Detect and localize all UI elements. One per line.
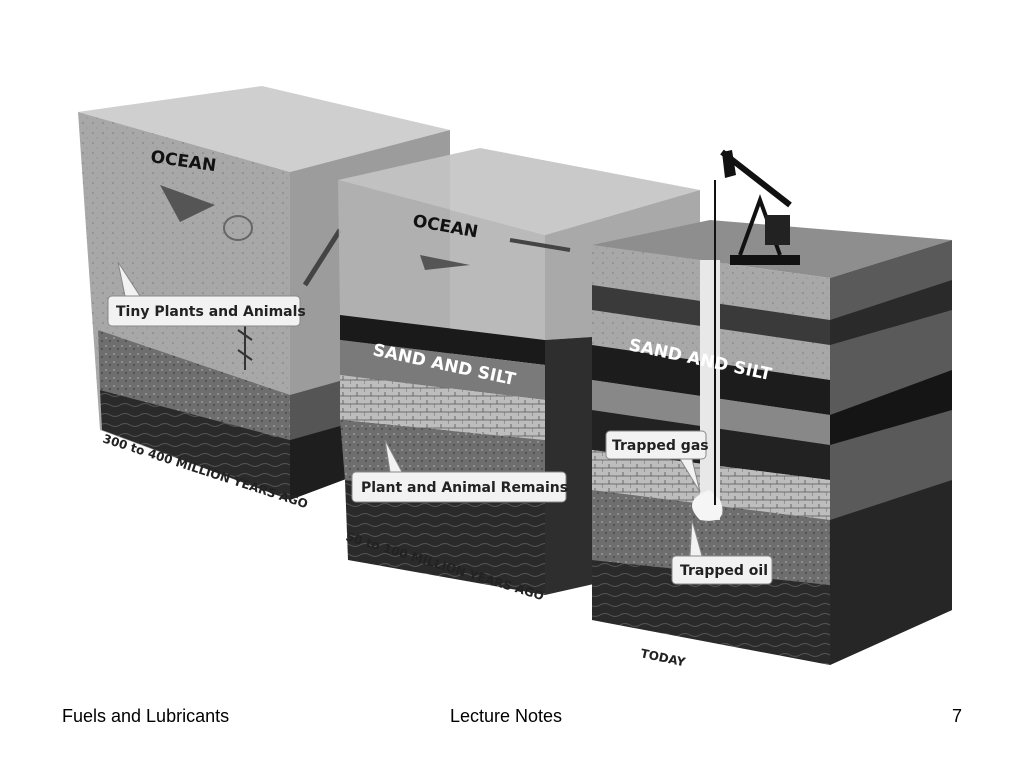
era-label-3: TODAY bbox=[639, 646, 686, 669]
callout-tiny-plants: Tiny Plants and Animals bbox=[107, 261, 306, 327]
footer-page-number: 7 bbox=[952, 706, 963, 726]
pump-jack-icon bbox=[720, 149, 800, 265]
callout-trapped-gas-text: Trapped gas bbox=[612, 438, 709, 454]
seaweed-icon bbox=[237, 320, 253, 370]
footer-lecture-notes: Lecture Notes bbox=[450, 706, 563, 726]
squid-icon bbox=[302, 228, 343, 287]
block-today bbox=[592, 149, 952, 665]
callout-plant-remains: Plant and Animal Remains bbox=[351, 439, 568, 503]
jellyfish-icon bbox=[223, 215, 253, 241]
callout-trapped-oil-text: Trapped oil bbox=[680, 563, 768, 579]
footer-course-title: Fuels and Lubricants bbox=[62, 706, 230, 726]
callout-trapped-gas: Trapped gas bbox=[605, 430, 709, 493]
callout-trapped-oil: Trapped oil bbox=[671, 519, 773, 585]
fish-icon bbox=[420, 255, 470, 270]
callout-tiny-plants-text: Tiny Plants and Animals bbox=[116, 304, 306, 320]
callout-plant-remains-text: Plant and Animal Remains bbox=[361, 480, 568, 496]
fish-icon bbox=[509, 238, 571, 252]
shark-icon bbox=[160, 185, 215, 222]
fossil-fuel-formation-diagram: OCEAN OCEAN SAND AND SILT SAND AND SILT … bbox=[78, 86, 952, 669]
